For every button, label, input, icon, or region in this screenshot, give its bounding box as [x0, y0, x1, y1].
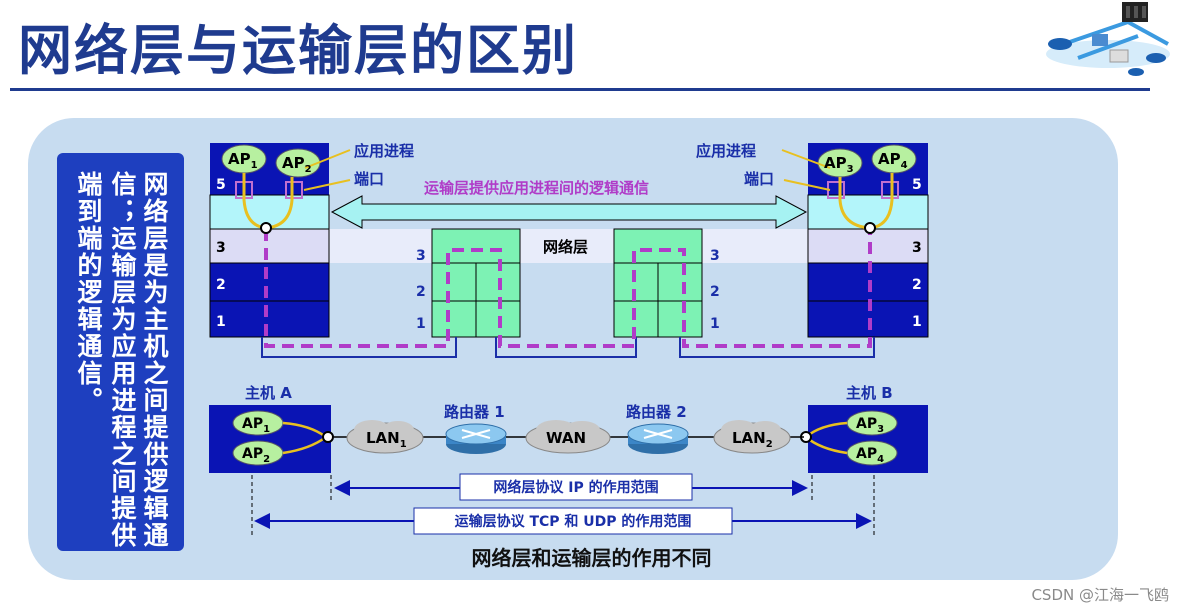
lan2-subscript: 2 — [766, 439, 773, 450]
host-b-ap3-subscript: 3 — [877, 424, 884, 435]
transport-arrow — [330, 195, 808, 229]
ap1-subscript: 1 — [251, 160, 258, 171]
router2-label: 路由器 2 — [626, 403, 687, 421]
link-r2-b — [679, 337, 875, 358]
svg-text:AP2: AP2 — [282, 154, 312, 175]
ap3-label: AP — [824, 154, 847, 172]
router1-label: 路由器 1 — [444, 403, 505, 421]
wan-cloud — [525, 420, 611, 454]
svg-text:AP2: AP2 — [242, 446, 270, 465]
router2-stack — [613, 228, 703, 338]
summary-text-col2: 信；运输层为应用进程之间提供 — [108, 171, 137, 549]
svg-text:AP1: AP1 — [228, 150, 258, 171]
svg-text:LAN1: LAN1 — [366, 429, 407, 450]
router1-stack — [431, 228, 521, 338]
host-b-layer2: 2 — [912, 277, 922, 293]
title-divider — [10, 88, 1150, 91]
router2-icon — [627, 423, 689, 454]
host-b-ap4-subscript: 4 — [877, 454, 884, 465]
host-a-ap1-subscript: 1 — [263, 424, 270, 435]
host-a-layer2: 2 — [216, 277, 226, 293]
summary-text-col1: 网络层是为主机之间提供逻辑通 — [140, 171, 169, 549]
port-label-left: 端口 — [354, 170, 384, 188]
svg-text:AP3: AP3 — [824, 154, 854, 175]
summary-text-col3: 端到端的逻辑通信。 — [74, 171, 103, 414]
router1-icon — [445, 423, 507, 454]
host-b-ap4-label: AP — [856, 446, 877, 462]
link-r1-r2 — [495, 337, 637, 358]
lan2-cloud — [713, 420, 791, 454]
ap2-subscript: 2 — [305, 164, 312, 175]
host-a-ap1-label: AP — [242, 416, 263, 432]
host-b-ap3-label: AP — [856, 416, 877, 432]
svg-text:LAN2: LAN2 — [732, 429, 773, 450]
lan1-subscript: 1 — [400, 439, 407, 450]
svg-text:AP3: AP3 — [856, 416, 884, 435]
app-process-label-right: 应用进程 — [696, 142, 756, 160]
router2-layer2: 2 — [710, 284, 720, 300]
page-title: 网络层与运输层的区别 — [18, 19, 578, 82]
router1-layer2: 2 — [416, 284, 426, 300]
ap4-subscript: 4 — [901, 160, 908, 171]
network-layer-label: 网络层 — [543, 238, 588, 256]
port-label-right: 端口 — [744, 170, 774, 188]
lan1-label: LAN — [366, 429, 400, 447]
link-a-r1 — [261, 337, 457, 358]
router2-layer3: 3 — [710, 248, 720, 264]
svg-text:AP4: AP4 — [878, 150, 908, 171]
host-b-layer3: 3 — [912, 240, 922, 256]
host-a-ap2-label: AP — [242, 446, 263, 462]
host-a-layer1: 1 — [216, 314, 226, 330]
host-b-label: 主机 B — [846, 384, 893, 402]
svg-text:AP1: AP1 — [242, 416, 270, 435]
data-path — [264, 229, 872, 348]
host-a-label: 主机 A — [245, 384, 292, 402]
tcp-udp-scope-label: 运输层协议 TCP 和 UDP 的作用范围 — [455, 513, 692, 530]
host-b-layer1: 1 — [912, 314, 922, 330]
svg-text:AP4: AP4 — [856, 446, 884, 465]
host-b-layer5: 5 — [912, 177, 922, 193]
lan1-cloud — [346, 420, 424, 454]
watermark: CSDN @江海一飞鸥 — [1031, 586, 1169, 604]
router1-layer1: 1 — [416, 316, 426, 332]
wan-label: WAN — [546, 429, 586, 447]
router2-layer1: 1 — [710, 316, 720, 332]
network-icon — [1046, 2, 1170, 76]
app-process-label-left: 应用进程 — [354, 142, 414, 160]
summary-box: 网络层是为主机之间提供逻辑通 信；运输层为应用进程之间提供 端到端的逻辑通信。 — [57, 153, 184, 551]
lan2-label: LAN — [732, 429, 766, 447]
ap3-subscript: 3 — [847, 164, 854, 175]
diagram-caption: 网络层和运输层的作用不同 — [471, 546, 712, 570]
transport-service-label: 运输层提供应用进程间的逻辑通信 — [424, 179, 649, 197]
ap1-label: AP — [228, 150, 251, 168]
ap2-label: AP — [282, 154, 305, 172]
ap4-label: AP — [878, 150, 901, 168]
host-a-layer5: 5 — [216, 177, 226, 193]
host-a-ap2-subscript: 2 — [263, 454, 270, 465]
router1-layer3: 3 — [416, 248, 426, 264]
host-a-layer3: 3 — [216, 240, 226, 256]
ap-process-nodes — [221, 144, 917, 178]
ip-scope-label: 网络层协议 IP 的作用范围 — [493, 479, 658, 496]
